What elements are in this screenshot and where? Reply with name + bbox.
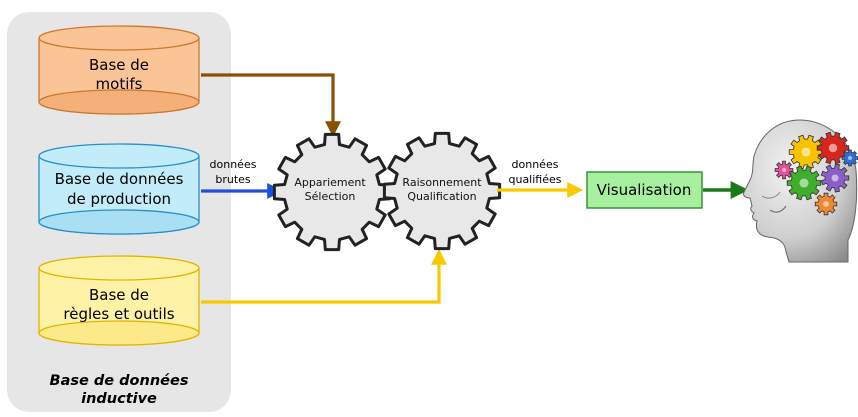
matching-selection-gear	[272, 132, 392, 252]
raw-data-label-line2: brutes	[215, 173, 251, 186]
qualified-data-label-line1: données	[512, 158, 559, 171]
panel-caption-line2: inductive	[81, 391, 157, 407]
head-with-gears-icon	[743, 119, 858, 263]
qualified-data-label-line2: qualifiées	[508, 173, 561, 186]
visualisation-label: Visualisation	[597, 181, 692, 199]
head-gear-purple-hub	[831, 174, 839, 182]
gear-1-label-line1: Appariement	[294, 176, 366, 189]
raw-data-label-line1: données	[210, 158, 257, 171]
panel-caption-line1: Base de données	[50, 373, 189, 389]
pattern-db-cylinder: Base de motifs	[38, 25, 200, 115]
rules-db-label-line1: Base de	[89, 286, 149, 304]
head-gear-pink-hub	[781, 167, 787, 173]
gear-shape	[382, 131, 502, 251]
gear-2-label-line2: Qualification	[407, 190, 476, 203]
pattern-db-label-line1: Base de	[89, 56, 149, 74]
reasoning-qualification-gear	[382, 131, 502, 251]
head-gear-blue-hub	[847, 155, 853, 161]
head-gear-yellow-hub	[801, 147, 811, 157]
gear-2-label-line1: Raisonnement	[402, 176, 482, 189]
production-db-label-line2: de production	[67, 190, 171, 208]
head-gear-orange-hub	[823, 201, 829, 207]
head-gear-green-hub	[799, 178, 809, 188]
rules-db-label-line2: règles et outils	[63, 305, 174, 323]
head-gear-red-hub	[828, 143, 838, 153]
pattern-to-matching-arrow	[201, 73, 341, 138]
pattern-db-label-line2: motifs	[96, 75, 143, 93]
gear-shape	[272, 132, 392, 252]
visualisation-box	[586, 171, 703, 209]
rules-to-reasoning-arrow	[201, 248, 447, 304]
gear-1-label-line2: Sélection	[305, 190, 356, 203]
production-db-label-line1: Base de données	[55, 170, 184, 188]
rules-db-cylinder: Base de règles et outils	[38, 255, 200, 346]
production-db-cylinder: Base de données de production	[38, 143, 200, 235]
